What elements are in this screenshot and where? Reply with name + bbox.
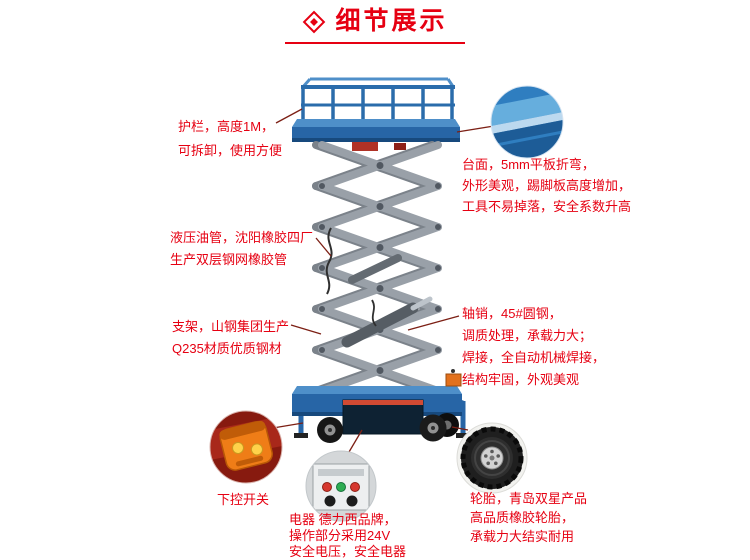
title-underline (285, 41, 465, 44)
callout-axle-pin-weld-line: 轴销，45#圆钢， (462, 306, 562, 321)
callout-guardrail-line: 护栏，高度1M， (178, 119, 275, 134)
callout-axle-pin-weld-line: 结构牢固，外观美观 (462, 372, 580, 387)
callout-electrical-line: 操作部分采用24V (289, 528, 391, 543)
chassis-base (292, 369, 470, 438)
callout-hydraulic-hose-line: 生产双层钢网橡胶管 (170, 252, 288, 267)
wheels (317, 413, 459, 443)
hydraulic-cylinder (341, 254, 433, 348)
leader-lines (272, 108, 495, 453)
hydraulic-hose (325, 227, 377, 327)
platform-detail-photo-border (490, 85, 564, 159)
platform-deck (292, 119, 460, 151)
callout-electrical: 电器 德力西品牌， 操作部分采用24V 安全电压，安全电器 (289, 512, 406, 560)
callout-axle-pin-weld-line: 调质处理，承载力大； (462, 328, 593, 343)
callout-lower-control-switch-label: 下控开关 (217, 492, 270, 507)
callout-axle-pin-weld-line: 焊接，全自动机械焊接， (462, 350, 606, 365)
callout-tire-line: 高品质橡胶轮胎， (470, 510, 575, 525)
callout-hydraulic-hose-line: 液压油管，沈阳橡胶四厂 (170, 230, 314, 245)
diamond-icon (303, 10, 326, 34)
machine (292, 77, 470, 443)
callout-support-frame: 支架，山钢集团生产 Q235材质优质钢材 (172, 316, 289, 360)
page-title: 细节展示 (335, 7, 448, 35)
tire-photo-border (456, 422, 528, 494)
title-row: 细节展示 (302, 7, 448, 36)
electrical-panel-photo-border (305, 450, 377, 522)
callout-support-frame-line: Q235材质优质钢材 (172, 341, 282, 356)
remote-control-photo (210, 411, 282, 483)
callout-hydraulic-hose: 液压油管，沈阳橡胶四厂 生产双层钢网橡胶管 (170, 227, 313, 271)
callout-platform-surface: 台面，5mm平板折弯， 外形美观，踢脚板高度增加， 工具不易掉落，安全系数升高 (462, 154, 631, 217)
callout-guardrail: 护栏，高度1M， 可拆卸，使用方便 (178, 115, 282, 163)
section-header: 细节展示 (285, 7, 465, 44)
electrical-panel-photo (306, 451, 376, 521)
callout-platform-surface-line: 外形美观，踢脚板高度增加， (462, 178, 632, 193)
callout-axle-pin-weld: 轴销，45#圆钢， 调质处理，承载力大； 焊接，全自动机械焊接， 结构牢固，外观… (462, 303, 605, 391)
callout-electrical-line: 电器 德力西品牌， (289, 512, 397, 527)
callout-tire: 轮胎，青岛双星产品 高品质橡胶轮胎， 承载力大结实耐用 (470, 489, 587, 546)
callout-guardrail-line: 可拆卸，使用方便 (178, 143, 283, 158)
platform-detail-photo (491, 86, 563, 158)
tire-photo (457, 423, 527, 493)
callout-tire-line: 承载力大结实耐用 (470, 529, 575, 544)
callout-platform-surface-line: 台面，5mm平板折弯， (462, 157, 595, 172)
callout-platform-surface-line: 工具不易掉落，安全系数升高 (462, 199, 632, 214)
callout-support-frame-line: 支架，山钢集团生产 (172, 319, 290, 334)
guardrail (300, 77, 456, 124)
callout-lower-control-switch: 下控开关 (217, 489, 269, 511)
callout-electrical-line: 安全电压，安全电器 (289, 544, 407, 559)
callout-tire-line: 轮胎，青岛双星产品 (470, 491, 588, 506)
remote-control-photo-border (209, 410, 283, 484)
